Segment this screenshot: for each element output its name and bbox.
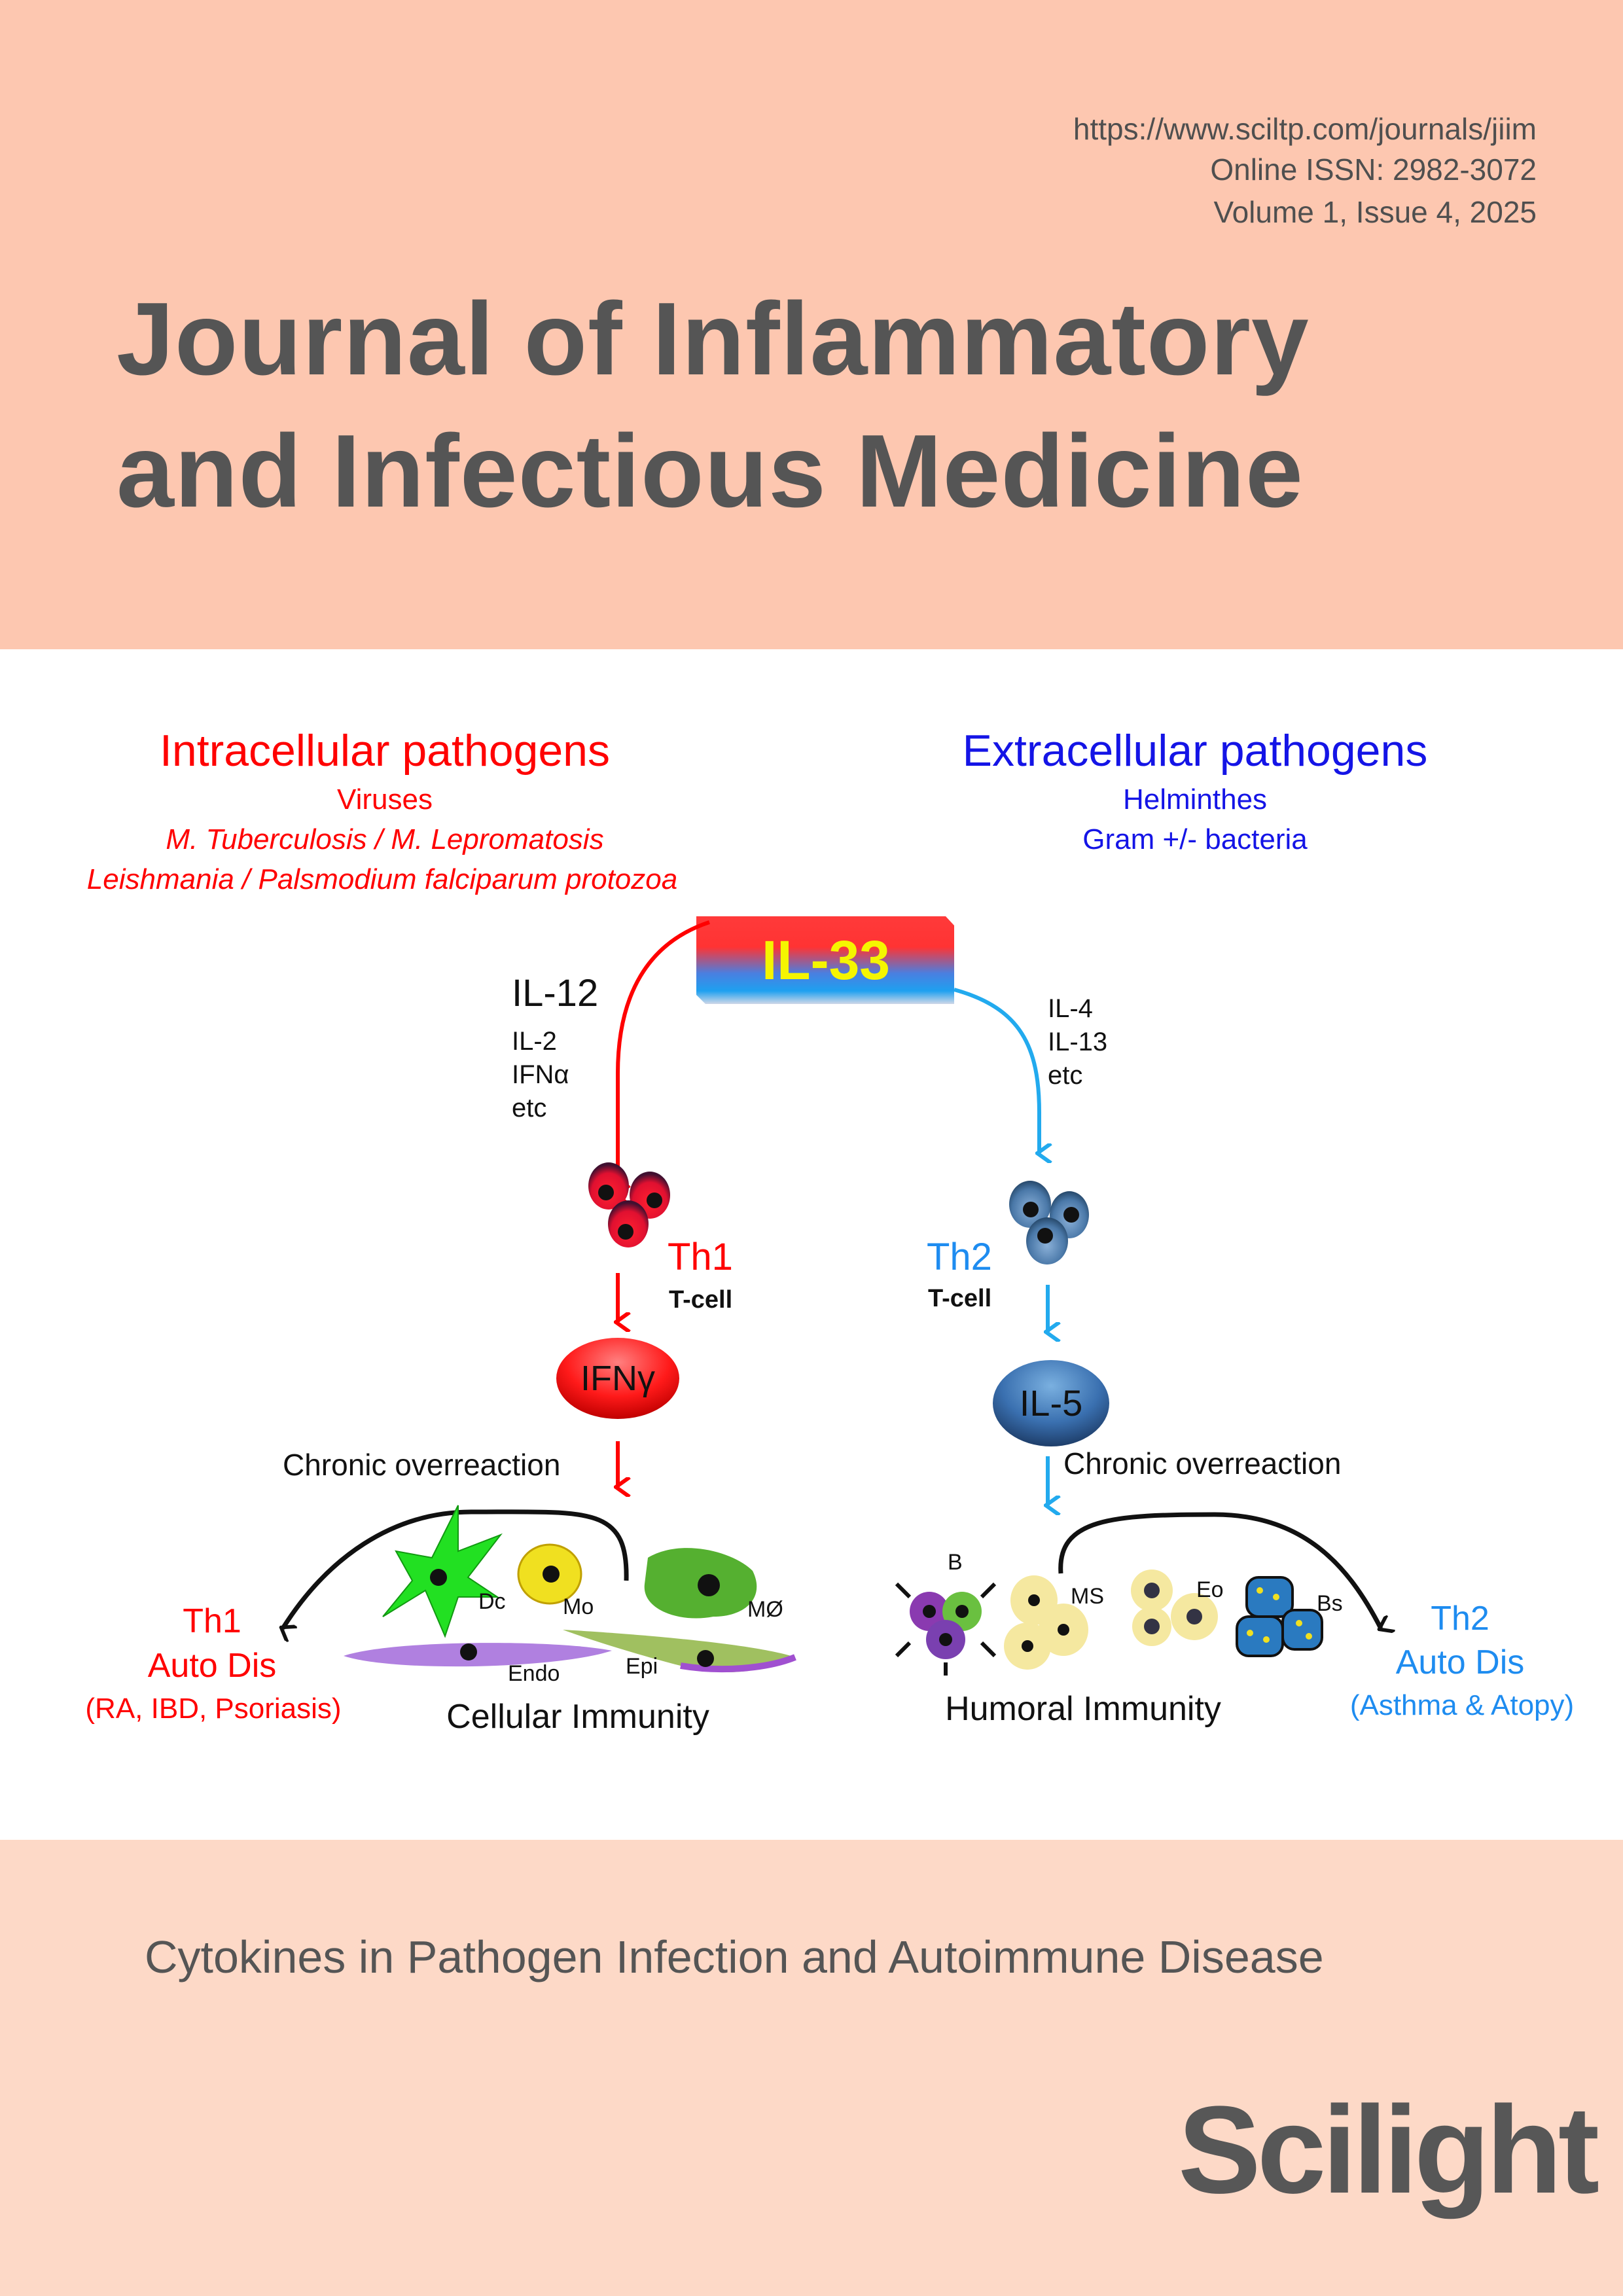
cytokine-label: IL-13	[1048, 1028, 1107, 1056]
cell-label-eo: Eo	[1196, 1577, 1224, 1602]
cell-label-dc: Dc	[478, 1589, 506, 1614]
pathogen-item: M. Tuberculosis / M. Lepromatosis	[166, 823, 603, 855]
cell-label-mo: Mo	[563, 1594, 594, 1619]
il33-to-th1-arrow	[618, 920, 710, 1195]
journal-url[interactable]: https://www.sciltp.com/journals/jiim	[1073, 112, 1537, 146]
cell-label-b: B	[948, 1550, 963, 1575]
th1-disease-examples: (RA, IBD, Psoriasis)	[85, 1693, 341, 1725]
header-band	[0, 0, 1623, 649]
th2-cells-icon	[1009, 1181, 1089, 1265]
ifng-label: IFNγ	[580, 1359, 655, 1398]
chronic-overreaction-left: Chronic overreaction	[283, 1448, 560, 1482]
cytokine-label: etc	[1048, 1061, 1082, 1090]
th1-disease-label: Auto Dis	[148, 1647, 277, 1685]
il5-label: IL-5	[1020, 1382, 1083, 1424]
th2-disease-label: Th2	[1431, 1600, 1489, 1638]
th1-tcell-label: T-cell	[669, 1286, 732, 1314]
article-title: Cytokines in Pathogen Infection and Auto…	[145, 1931, 1324, 1982]
pathogen-item: Gram +/- bacteria	[1082, 823, 1308, 855]
cytokine-label: IFNα	[512, 1060, 569, 1089]
il5-ellipse	[993, 1360, 1109, 1446]
feedback-arrow-right	[1058, 1512, 1381, 1628]
pathogen-item: Helminthes	[1123, 783, 1267, 816]
volume-issue: Volume 1, Issue 4, 2025	[1213, 195, 1537, 229]
footer-band	[0, 1840, 1623, 2296]
cell-label-bs: Bs	[1317, 1591, 1343, 1616]
pathogen-item: Leishmania / Palsmodium falciparum proto…	[87, 863, 677, 895]
humoral-immunity-label: Humoral Immunity	[945, 1690, 1221, 1728]
th1-disease-label: Th1	[183, 1602, 241, 1640]
il33-label: IL-33	[762, 929, 890, 991]
il33-box	[696, 916, 954, 1004]
th2-label: Th2	[927, 1236, 992, 1278]
feedback-arrow-left	[283, 1509, 629, 1628]
humoral-immunity-cells-icon	[895, 1570, 1323, 1676]
pathogen-item: Viruses	[337, 783, 433, 816]
scilight-logo: Scilight	[1178, 2081, 1599, 2219]
cell-label-macrophage: MØ	[747, 1597, 783, 1622]
cellular-immunity-cells-icon	[344, 1505, 796, 1673]
extracellular-heading: Extracellular pathogens	[963, 726, 1428, 776]
th1-label: Th1	[668, 1236, 733, 1278]
journal-title-line1: Journal of Inflammatory	[116, 281, 1310, 397]
journal-title-line2: and Infectious Medicine	[116, 414, 1304, 529]
th2-disease-label: Auto Dis	[1396, 1643, 1525, 1681]
ifng-ellipse	[556, 1338, 679, 1419]
chronic-overreaction-right: Chronic overreaction	[1063, 1446, 1341, 1480]
th1-cells-icon	[588, 1162, 670, 1247]
cytokine-label: etc	[512, 1094, 546, 1122]
cytokine-label: IL-4	[1048, 994, 1093, 1023]
cytokine-label: IL-2	[512, 1027, 557, 1056]
il33-to-th2-arrow	[954, 988, 1039, 1153]
cell-label-ms: MS	[1071, 1584, 1104, 1609]
cell-label-endo: Endo	[508, 1661, 560, 1686]
intracellular-heading: Intracellular pathogens	[160, 726, 610, 776]
cellular-immunity-label: Cellular Immunity	[446, 1698, 709, 1736]
il12-label: IL-12	[512, 972, 598, 1014]
th2-tcell-label: T-cell	[928, 1285, 991, 1312]
th2-disease-examples: (Asthma & Atopy)	[1350, 1689, 1574, 1721]
issn: Online ISSN: 2982-3072	[1210, 152, 1537, 187]
cell-label-epi: Epi	[626, 1654, 658, 1679]
